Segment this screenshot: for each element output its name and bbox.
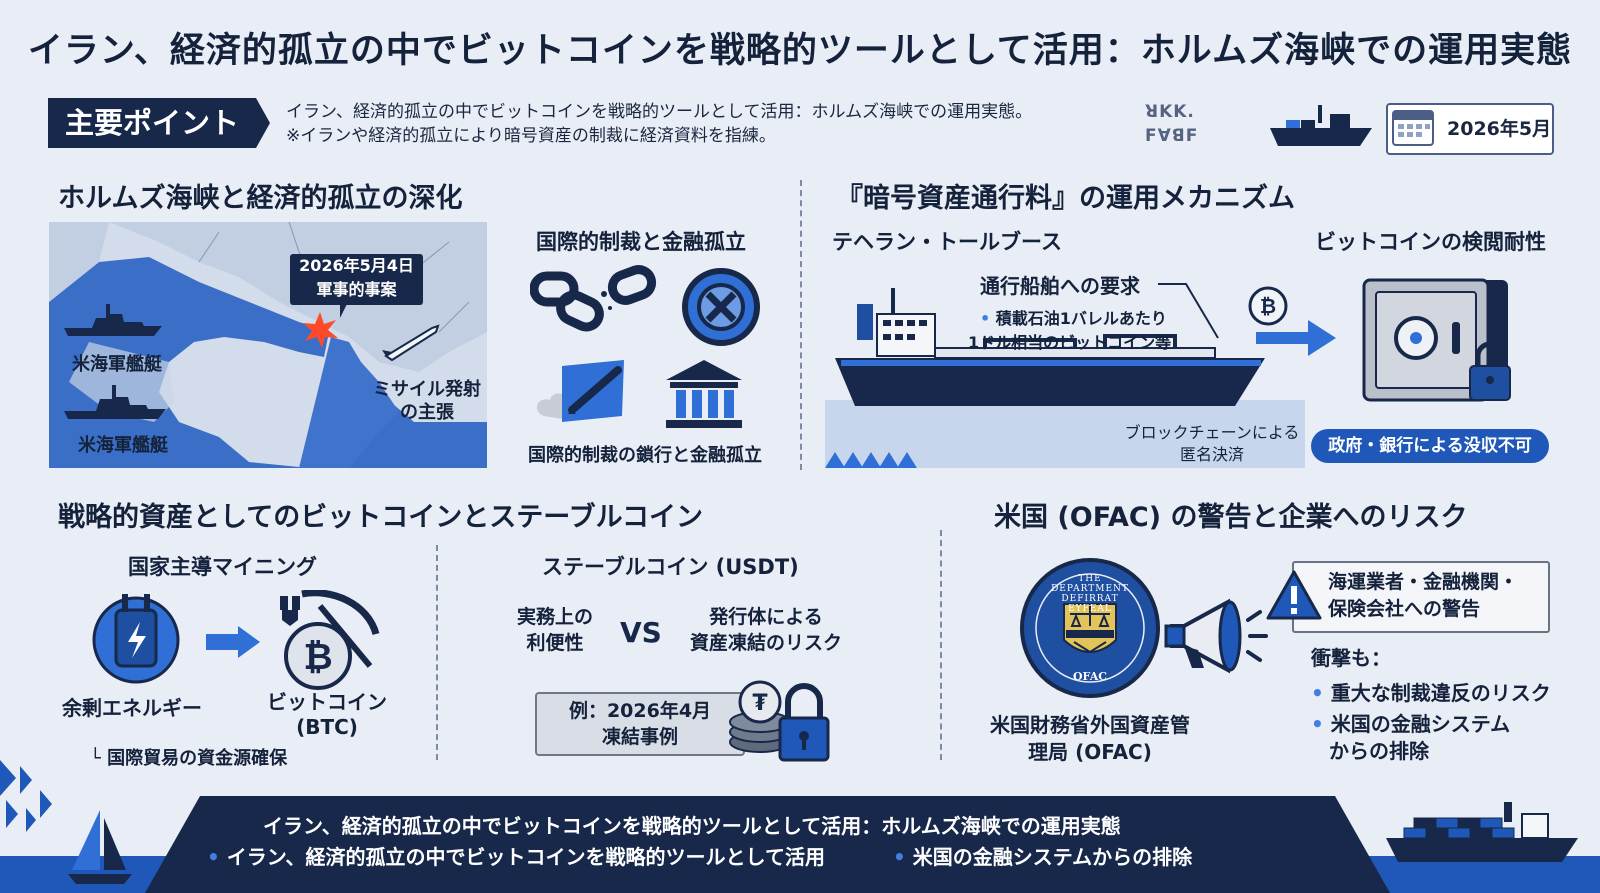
ofac-agency-line-1: 米国財務省外国資産管 <box>990 713 1190 737</box>
warship-icon <box>64 304 162 336</box>
freeze-risk-line-2: 資産凍結のリスク <box>689 632 842 654</box>
example-line-2: 凍結事例 <box>601 726 678 748</box>
risk-item-2-line-2: からの排除 <box>1329 739 1429 763</box>
risk-item-1: • 重大な制裁違反のリスク <box>1311 681 1551 705</box>
warship-label-1: 米海軍艦艇 <box>72 354 162 375</box>
page-title: イラン、経済的孤立の中でビットコインを戦略的ツールとして活用：ホルムズ海峡での運… <box>27 31 1573 71</box>
date-text: 2026年5月 <box>1447 118 1552 140</box>
warning-box: 海運業者・金融機関・ 保険会社への警告 <box>1292 561 1550 633</box>
energy-label: 余剰エネルギー <box>62 696 202 720</box>
hormuz-section-title: ホルムズ海峡と経済的孤立の深化 <box>58 183 463 214</box>
missile-claim-label: ミサイル発射 の主張 <box>372 378 482 424</box>
right-arrow-icon <box>206 626 260 658</box>
sanctions-caption: 国際的制裁の鎖行と金融孤立 <box>528 445 762 466</box>
cargo-ship-icon <box>1270 105 1372 146</box>
convenience-line-2: 利便性 <box>526 632 584 654</box>
footer-headline: イラン、経済的孤立の中でビットコインを戦略的ツールとして活用：ホルムズ海峡での運… <box>263 814 1121 838</box>
trade-funding-label: └ 国際貿易の資金源確保 <box>90 748 288 769</box>
logo-mark: ꓤKK. ꓝꓯꓭꓝ <box>1145 100 1225 148</box>
seal-ring-text: THE DEPARTMENT DEFIRRAT EYFEAL <box>1051 574 1129 614</box>
blockchain-line-2: 匿名決済 <box>1179 445 1244 464</box>
stablecoin-title: ステーブルコイン (USDT) <box>542 555 799 579</box>
mining-title: 国家主導マイニング <box>128 555 317 579</box>
divider-mid-right <box>940 530 942 760</box>
sanction-flag-missile-icon <box>536 360 624 422</box>
footer-bullet-1: • イラン、経済的孤立の中でビットコインを戦略的ツールとして活用 <box>207 845 825 869</box>
risk-item-2: • 米国の金融システム からの排除 <box>1311 712 1511 763</box>
container-ship-icon <box>1386 802 1578 862</box>
incident-burst-icon <box>303 312 338 348</box>
wave-pattern-icon <box>825 452 917 468</box>
btc-label-line-1: ビットコイン <box>267 690 387 714</box>
btc-label: ビットコイン (BTC) <box>262 690 392 740</box>
freeze-risk-label: 発行体による 資産凍結のリスク <box>676 604 856 656</box>
megaphone-icon <box>1164 598 1268 674</box>
incident-callout: 2026年5月4日 軍事的事案 <box>290 254 423 305</box>
key-points-line-2: ※イランや経済的孤立により暗号資産の制裁に経済資料を指練。 <box>286 126 776 146</box>
key-points-badge: 主要ポイント <box>48 98 256 148</box>
request-line-2: 1ドル相当のビットコイン等 <box>968 333 1172 352</box>
divider-top <box>800 180 802 470</box>
convenience-line-1: 実務上の <box>516 606 593 628</box>
safe-vault-icon <box>1362 278 1511 402</box>
freeze-risk-line-1: 発行体による <box>709 606 823 628</box>
callout-leader-line <box>1158 283 1219 339</box>
mechanism-section-title: 『暗号資産通行料』の運用メカニズム <box>836 183 1295 214</box>
incident-type: 軍事的事案 <box>316 280 397 299</box>
example-box: 例：2026年4月 凍結事例 <box>535 692 745 756</box>
svg-text:₿: ₿ <box>303 637 332 678</box>
convenience-label: 実務上の 利便性 <box>500 604 610 656</box>
footer-bullet-2: • 米国の金融システムからの排除 <box>893 845 1193 869</box>
request-box: 通行船舶への要求 • 積載石油1バレルあたり 1ドル相当のビットコイン等 <box>968 270 1190 353</box>
censorship-title: ビットコインの検閲耐性 <box>1315 230 1546 254</box>
impact-title: 衝撃も： <box>1311 646 1391 670</box>
missile-claim-line-1: ミサイル発射 <box>373 379 481 400</box>
bitcoin-transfer-arrow-icon: ₿ <box>1248 286 1336 356</box>
warning-text: 海運業者・金融機関・ 保険会社への警告 <box>1294 563 1548 623</box>
ofac-section-title: 米国 (OFAC) の警告と企業へのリスク <box>994 502 1468 533</box>
blockchain-caption: ブロックチェーンによる 匿名決済 <box>1117 422 1307 466</box>
no-seizure-badge: 政府・銀行による没収不可 <box>1311 429 1549 463</box>
broken-chain-icon <box>530 265 657 332</box>
key-points-line-1: イラン、経済的孤立の中でビットコインを戦略的ツールとして活用：ホルムズ海峡での運… <box>286 102 1033 122</box>
bank-icon <box>666 360 742 428</box>
booth-title: テヘラン・トールブース <box>832 230 1062 254</box>
calendar-icon <box>1392 110 1434 146</box>
svg-text:₮: ₮ <box>752 691 768 716</box>
key-points-arrow <box>256 98 270 148</box>
warning-line-1: 海運業者・金融機関・ <box>1328 571 1519 593</box>
btc-label-line-2: (BTC) <box>296 715 358 739</box>
missile-claim-line-2: の主張 <box>400 402 454 423</box>
logo-line-1: ꓤKK. <box>1145 102 1195 122</box>
seal-bottom-text: OFAC <box>1072 670 1108 683</box>
warship-icon-2 <box>64 385 166 419</box>
blockchain-line-1: ブロックチェーンによる <box>1124 423 1300 442</box>
footer-band <box>0 760 1600 893</box>
key-points-text: イラン、経済的孤立の中でビットコインを戦略的ツールとして活用：ホルムズ海峡での運… <box>286 100 1106 148</box>
prohibited-icon <box>682 268 760 346</box>
divider-mid-left <box>436 545 438 760</box>
versus-label: VS <box>620 616 662 649</box>
strategic-section-title: 戦略的資産としてのビットコインとステーブルコイン <box>58 502 704 533</box>
request-line-1: • 積載石油1バレルあたり <box>980 309 1167 328</box>
ofac-seal-icon <box>1020 558 1160 698</box>
callout-pointer-icon <box>340 302 348 318</box>
oil-tanker-icon <box>835 288 1265 406</box>
svg-text:₿: ₿ <box>1260 294 1276 318</box>
warship-label-2: 米海軍艦艇 <box>78 435 168 456</box>
request-title: 通行船舶への要求 <box>980 274 1140 298</box>
tether-lock-icon: ₮ <box>729 680 830 762</box>
example-text: 例：2026年4月 凍結事例 <box>537 698 743 750</box>
incident-date: 2026年5月4日 <box>299 256 414 275</box>
ofac-agency-label: 米国財務省外国資産管 理局 (OFAC) <box>990 712 1190 766</box>
example-line-1: 例：2026年4月 <box>568 700 712 722</box>
energy-plug-icon <box>92 594 180 684</box>
warning-line-2: 保険会社への警告 <box>1328 598 1481 620</box>
bitcoin-mining-icon: ₿ <box>280 590 380 690</box>
missile-icon <box>382 324 440 362</box>
sanctions-title: 国際的制裁と金融孤立 <box>536 230 746 254</box>
warning-triangle-icon <box>1266 570 1322 620</box>
logo-line-2: ꓝꓯꓭꓝ <box>1145 126 1199 146</box>
ofac-agency-line-2: 理局 (OFAC) <box>1028 740 1152 764</box>
